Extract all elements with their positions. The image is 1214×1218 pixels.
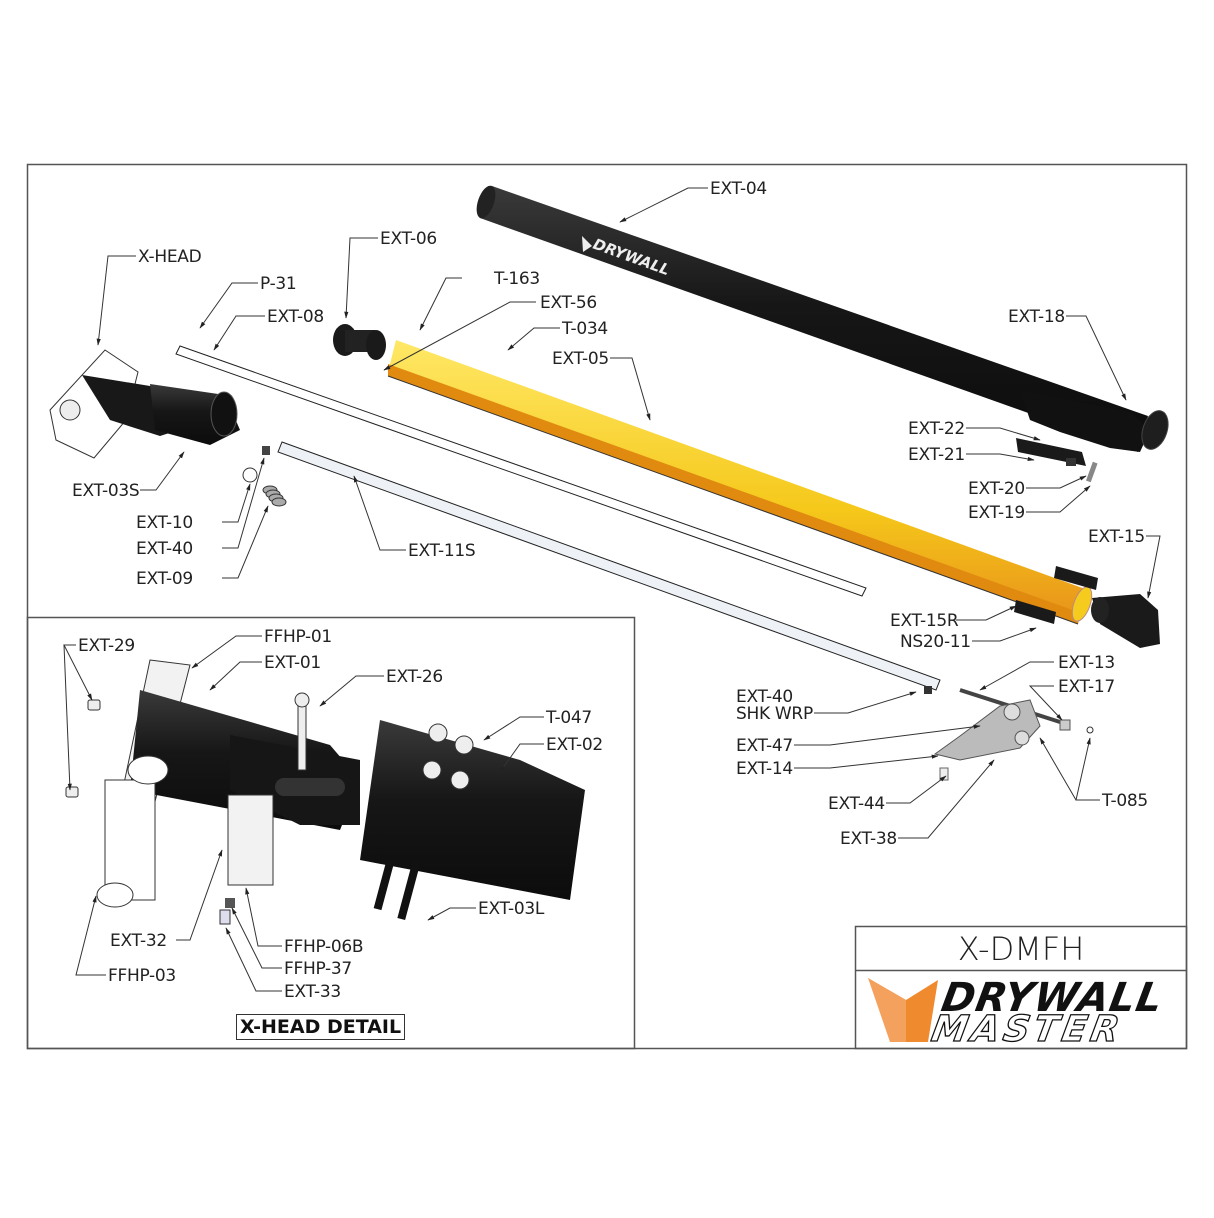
- callout-ns20-11: NS20-11: [900, 632, 971, 652]
- callout-ffhp-06b: FFHP-06B: [284, 937, 364, 957]
- callout-ext-05: EXT-05: [552, 349, 609, 369]
- callout-ext-06: EXT-06: [380, 229, 437, 249]
- callout-ext-08: EXT-08: [267, 307, 324, 327]
- ext-06-endcap: [333, 324, 386, 360]
- callout-ext-10: EXT-10: [136, 513, 193, 533]
- callout-ext-03l: EXT-03L: [478, 899, 545, 919]
- callout-ext-17: EXT-17: [1058, 677, 1115, 697]
- callout-ext-32: EXT-32: [110, 931, 167, 951]
- callout-ffhp-37: FFHP-37: [284, 959, 352, 979]
- callout-ext-47: EXT-47: [736, 736, 793, 756]
- ext-05-yellow-tube: [387, 340, 1093, 625]
- callout-t-163: T-163: [494, 269, 540, 289]
- ext-15r-strap: [1014, 600, 1056, 624]
- callout-ffhp-03: FFHP-03: [108, 966, 176, 986]
- callout-ext-20: EXT-20: [968, 479, 1025, 499]
- ext-10-40-09-parts: [242, 446, 287, 507]
- callout-ext-01: EXT-01: [264, 653, 321, 673]
- callout-ext-29: EXT-29: [78, 636, 135, 656]
- callout-ext-03s: EXT-03S: [72, 481, 140, 501]
- callout-p-31: P-31: [260, 274, 297, 294]
- callout-ext-56: EXT-56: [540, 293, 597, 313]
- callout-ext-18: EXT-18: [1008, 307, 1065, 327]
- callout-t-034: T-034: [562, 319, 608, 339]
- title-block: [854, 925, 1188, 1050]
- callout-ffhp-01: FFHP-01: [264, 627, 332, 647]
- ext-15-handle: [1091, 594, 1160, 648]
- callout-t-085: T-085: [1102, 791, 1148, 811]
- model-number: X-DMFH: [957, 930, 1085, 968]
- callout-ext-09: EXT-09: [136, 569, 193, 589]
- ext-11s-rod: [277, 441, 941, 691]
- detail-frame: [26, 616, 636, 1050]
- callout-ext-22: EXT-22: [908, 419, 965, 439]
- callout-ext-21: EXT-21: [908, 445, 965, 465]
- x-head-assembly: [49, 349, 240, 459]
- callout-ext-38: EXT-38: [840, 829, 897, 849]
- callout-ext-26: EXT-26: [386, 667, 443, 687]
- callout-ext-15: EXT-15: [1088, 527, 1145, 547]
- ext-08-rod: [175, 345, 867, 597]
- linkage-assembly: [924, 686, 1094, 781]
- callout-ext-04: EXT-04: [710, 179, 767, 199]
- detail-x-head-drawing: [65, 659, 585, 925]
- ext-15-strap: [1054, 566, 1098, 590]
- callout-ext-19: EXT-19: [968, 503, 1025, 523]
- detail-title: X-HEAD DETAIL: [236, 1014, 406, 1040]
- callout-x-head: X-HEAD: [138, 247, 202, 267]
- callout-ext-13: EXT-13: [1058, 653, 1115, 673]
- callout-ext-33: EXT-33: [284, 982, 341, 1002]
- outer-frame: [26, 163, 1188, 1050]
- callout-shk-wrp: SHK WRP: [736, 704, 813, 724]
- callout-ext-11s: EXT-11S: [408, 541, 476, 561]
- callout-ext-44: EXT-44: [828, 794, 885, 814]
- detail-leader-lines: [63, 635, 544, 992]
- leader-lines: [96, 187, 1161, 839]
- callout-ext-40: EXT-40: [136, 539, 193, 559]
- callout-ext-02: EXT-02: [546, 735, 603, 755]
- callout-ext-40-shk: EXT-40: [736, 687, 793, 707]
- brand-logo-master: MASTER: [928, 1008, 1127, 1050]
- callout-ext-15r: EXT-15R: [890, 611, 959, 631]
- callout-t-047: T-047: [546, 708, 592, 728]
- callout-ext-14: EXT-14: [736, 759, 793, 779]
